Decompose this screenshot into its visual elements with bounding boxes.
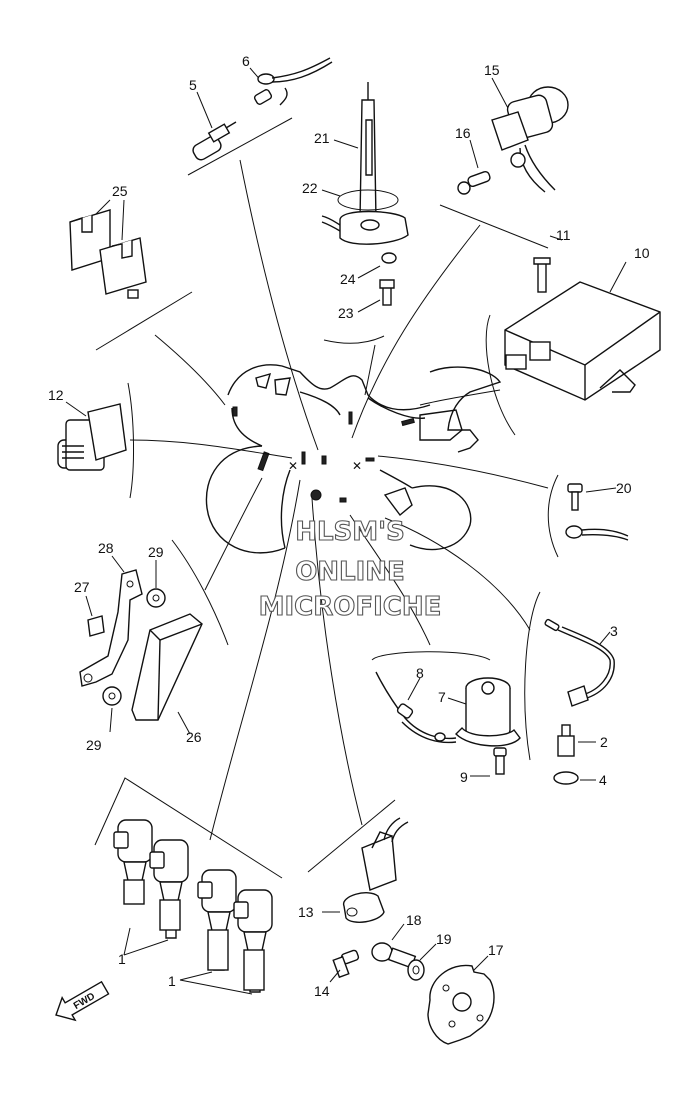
callout-26: 26	[186, 729, 202, 745]
watermark-line-1: HLSM'S	[295, 517, 405, 547]
callout-2: 2	[600, 734, 608, 750]
motorcycle-frame-outline: ✕ ✕	[205, 364, 502, 554]
callout-3: 3	[610, 623, 618, 639]
callout-10: 10	[634, 245, 650, 261]
callout-28: 28	[98, 540, 114, 556]
callout-13: 13	[298, 904, 314, 920]
fwd-arrow-icon: FWD	[55, 980, 110, 1022]
watermark-line-2: ONLINE	[295, 557, 405, 587]
callout-29a: 29	[148, 544, 164, 560]
callout-1a: 1	[118, 951, 126, 967]
part-6-lead	[249, 57, 333, 106]
callout-21: 21	[314, 130, 330, 146]
callout-27: 27	[74, 579, 90, 595]
callout-12: 12	[48, 387, 64, 403]
leader-lines	[94, 117, 559, 879]
part-1-ignition-coils	[113, 819, 273, 995]
callout-19: 19	[436, 931, 452, 947]
callout-16: 16	[455, 125, 471, 141]
callout-25: 25	[112, 183, 128, 199]
part-20-ground-lead	[565, 483, 629, 541]
callout-9: 9	[460, 769, 468, 785]
callout-29b: 29	[86, 737, 102, 753]
callout-17: 17	[488, 942, 504, 958]
callout-11: 11	[556, 227, 571, 243]
part-21-sensor-assembly	[321, 82, 409, 313]
part-17-rotor-plate	[427, 955, 495, 1045]
callout-7: 7	[438, 689, 446, 705]
part-15-sensor	[457, 77, 569, 195]
part-7-sensor	[375, 671, 521, 777]
callout-8: 8	[416, 665, 424, 681]
part-5-switch	[192, 91, 237, 161]
part-19-washer	[407, 943, 437, 981]
callout-18: 18	[406, 912, 422, 928]
callout-1b: 1	[168, 973, 176, 989]
callout-24: 24	[340, 271, 356, 287]
part-28-bracket	[79, 555, 166, 733]
callout-15: 15	[484, 62, 500, 78]
watermark-line-3: MICROFICHE	[259, 592, 442, 622]
callout-5: 5	[189, 77, 197, 93]
part-13-sensor	[322, 817, 409, 923]
part-3-lead-wire	[544, 618, 615, 707]
callout-numbers: 1 1 2 3 4 5 6 7 8 9 10 11 12 13 14 15 16…	[48, 53, 650, 999]
callout-22: 22	[302, 180, 318, 196]
svg-text:✕: ✕	[352, 459, 362, 473]
callout-4: 4	[599, 772, 607, 788]
part-10-ecu	[504, 235, 661, 401]
part-14-bolt	[329, 949, 360, 983]
callout-23: 23	[338, 305, 354, 321]
part-18-bolt	[371, 923, 417, 969]
svg-text:✕: ✕	[288, 459, 298, 473]
part-2-spark-plug	[553, 724, 596, 785]
callout-6: 6	[242, 53, 250, 69]
fwd-label: FWD	[72, 991, 97, 1012]
part-12-sensor	[57, 401, 127, 471]
watermark: HLSM'S ONLINE MICROFICHE	[258, 516, 442, 622]
part-25-relays	[69, 199, 147, 299]
callout-14: 14	[314, 983, 330, 999]
callout-20: 20	[616, 480, 632, 496]
part-26-module	[131, 613, 203, 735]
